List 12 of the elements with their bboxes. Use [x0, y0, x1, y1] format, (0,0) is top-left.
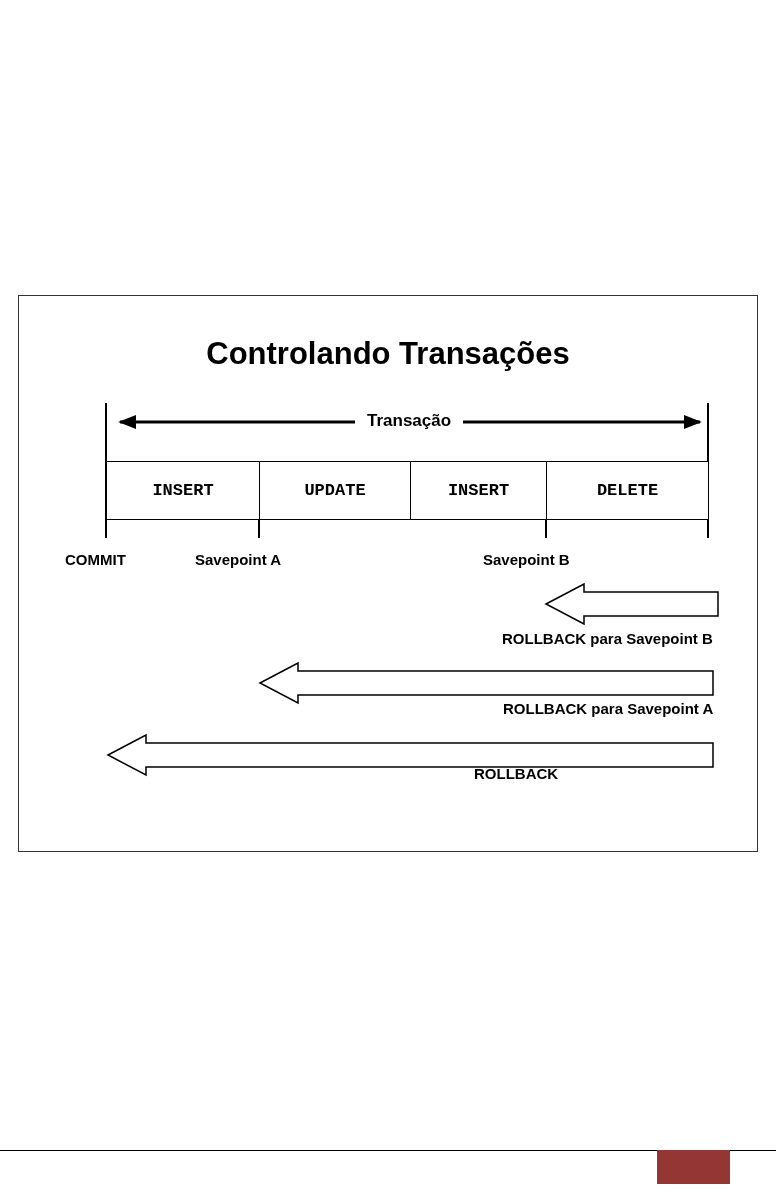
rollback-label: ROLLBACK para Savepoint B — [502, 630, 713, 647]
statement-box: INSERT — [106, 461, 260, 520]
commit-label: COMMIT — [65, 551, 126, 568]
statement-box: UPDATE — [259, 461, 411, 520]
statement-box: DELETE — [546, 461, 709, 520]
rollback-label: ROLLBACK para Savepoint A — [503, 700, 714, 717]
span-label: Transação — [367, 411, 452, 431]
savepoint-label: Savepoint A — [195, 551, 282, 568]
slide-title: Controlando Transações — [205, 336, 571, 372]
statement-box: INSERT — [410, 461, 547, 520]
savepoint-label: Savepoint B — [483, 551, 570, 568]
rollback-label: ROLLBACK — [474, 765, 559, 782]
